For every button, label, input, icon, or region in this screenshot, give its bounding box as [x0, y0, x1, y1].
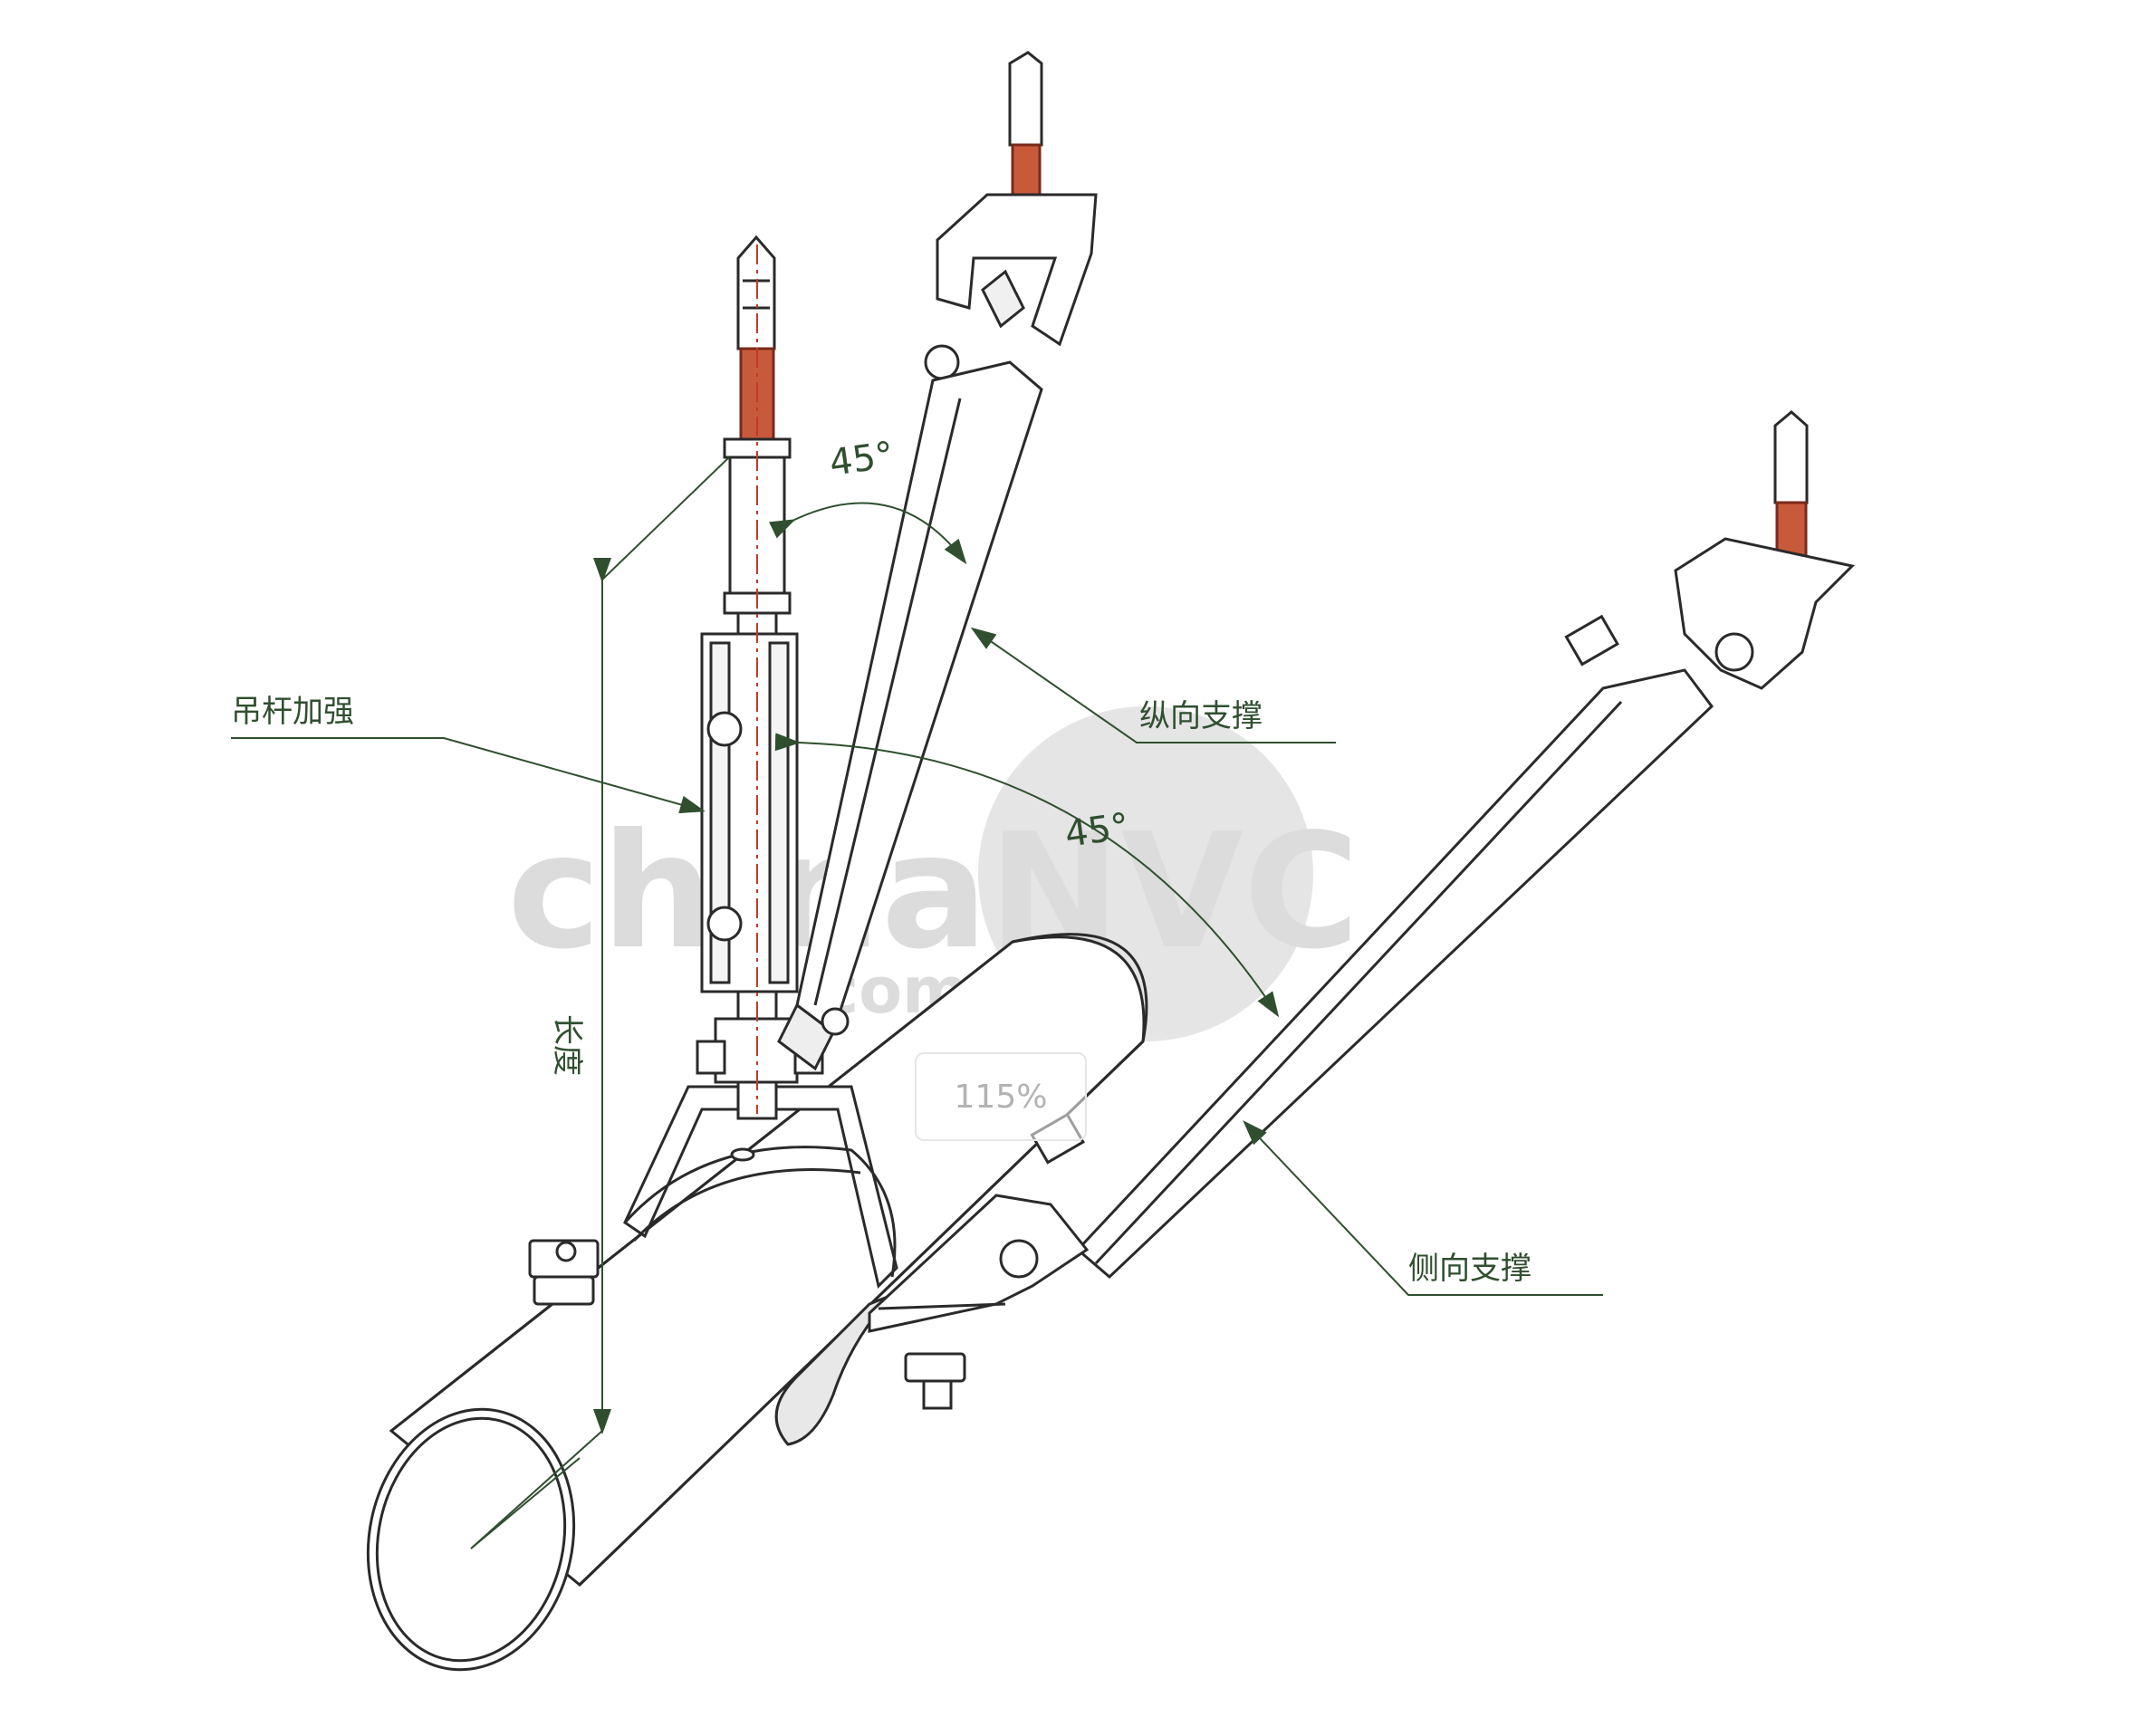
watermark: chinaNVC .com — [507, 706, 1359, 1041]
height-dimension-label: 长度 — [549, 1014, 585, 1076]
zoom-indicator[interactable]: 115% — [915, 1052, 1087, 1141]
zoom-level-text: 115% — [954, 1078, 1048, 1116]
rod-reinforcement-label: 吊杆加强 — [231, 694, 354, 730]
leader-lines — [231, 627, 1603, 1296]
longitudinal-angle-label: 45° — [827, 434, 897, 484]
lateral-brace-label: 侧向支撑 — [1408, 1251, 1532, 1287]
longitudinal-brace-label: 纵向支撑 — [1139, 698, 1263, 734]
lateral-angle-label: 45° — [1062, 805, 1132, 855]
lateral-brace — [868, 410, 1856, 1333]
height-dimension — [470, 456, 730, 1549]
angle-arcs — [769, 502, 1280, 1018]
